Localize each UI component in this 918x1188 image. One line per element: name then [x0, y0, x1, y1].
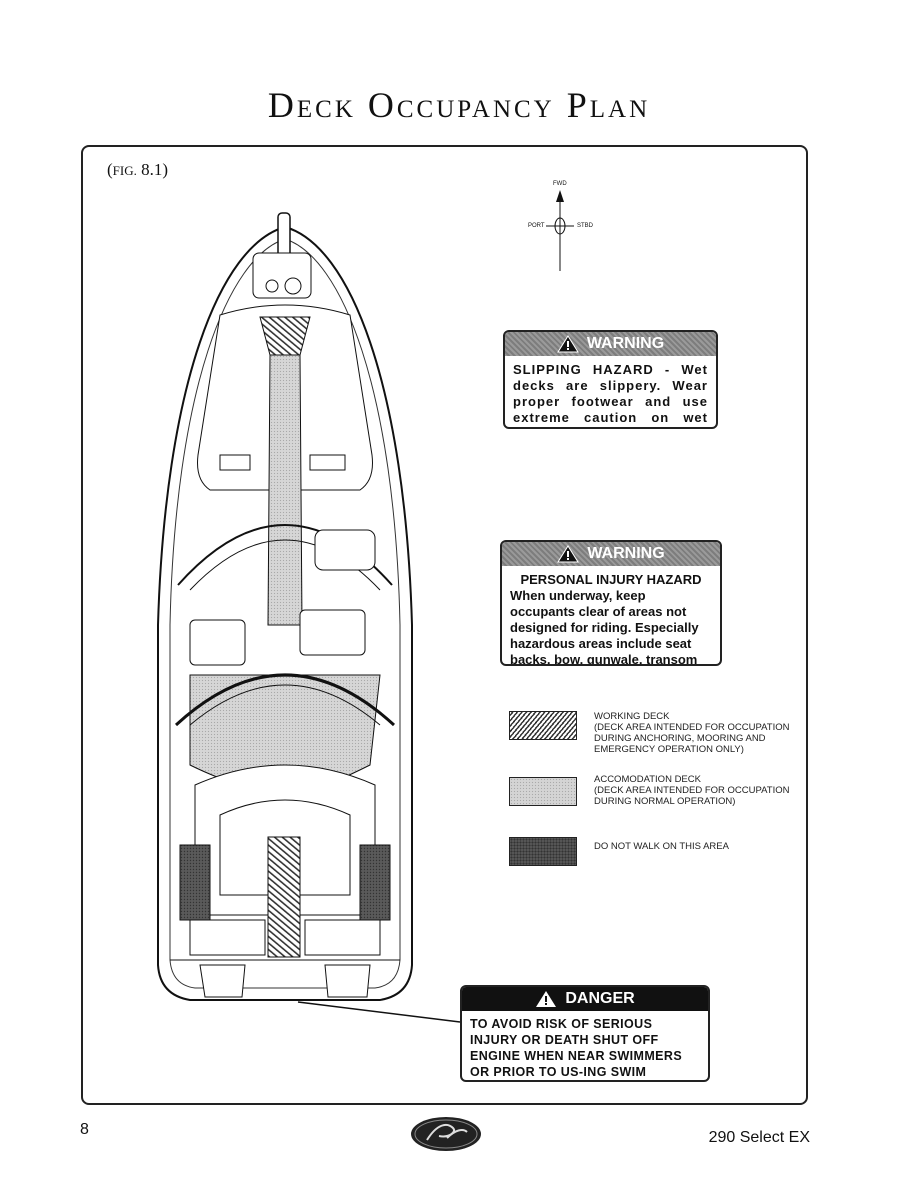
compass-rose: [546, 190, 574, 271]
warning-text: SLIPPING HAZARD - Wet decks are slippery…: [513, 362, 708, 427]
warning-slipping-hazard: WARNING SLIPPING HAZARD - Wet decks are …: [503, 330, 718, 429]
legend-swatch-working-deck: [509, 711, 577, 740]
brand-logo: [411, 1117, 481, 1151]
boat-deck-plan: [157, 212, 413, 1001]
figure-frame: [81, 145, 808, 1105]
model-name: 290 Select EX: [708, 1129, 810, 1146]
warning-text: When underway, keep occupants clear of a…: [510, 588, 699, 666]
no-walk-area-port: [179, 844, 211, 921]
accommodation-walkway: [267, 354, 303, 626]
legend-accommodation-deck: ACCOMODATION DECK (DECK AREA INTENDED FO…: [594, 774, 790, 807]
compass-port-label: PORT: [528, 223, 545, 229]
danger-header: DANGER: [462, 987, 708, 1011]
compass-stbd-label: STBD: [577, 223, 594, 229]
warning-triangle-icon: [557, 545, 580, 563]
legend-no-walk: DO NOT WALK ON THIS AREA: [594, 841, 729, 852]
warning-header: WARNING: [505, 332, 716, 356]
legend-swatch-no-walk: [509, 837, 577, 866]
figure-label: (FIG. 8.1): [107, 160, 169, 179]
warning-heading: PERSONAL INJURY HAZARD: [520, 572, 702, 587]
no-walk-area-stbd: [359, 844, 391, 921]
danger-label: DANGER TO AVOID RISK OF SERIOUS INJURY O…: [460, 985, 710, 1082]
warning-triangle-icon: [556, 335, 579, 353]
warning-header: WARNING: [502, 542, 720, 566]
danger-text: TO AVOID RISK OF SERIOUS INJURY OR DEATH…: [470, 1017, 683, 1079]
legend-swatch-accommodation-deck: [509, 777, 577, 806]
page-title: Deck Occupancy Plan: [267, 85, 651, 125]
warning-triangle-icon: [536, 991, 557, 1007]
legend-working-deck: WORKING DECK (DECK AREA INTENDED FOR OCC…: [594, 711, 790, 755]
page-number: 8: [80, 1121, 89, 1138]
working-deck-aft: [267, 836, 301, 958]
warning-personal-injury: WARNING PERSONAL INJURY HAZARD When unde…: [500, 540, 722, 666]
compass-fwd-label: FWD: [553, 181, 567, 187]
